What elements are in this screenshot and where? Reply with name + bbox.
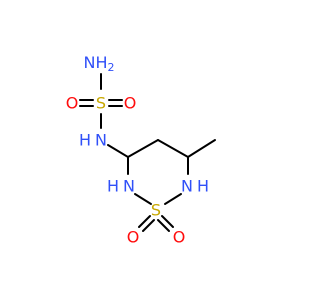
atom-nh2: NH2 xyxy=(84,53,115,74)
bond-nleft-s xyxy=(134,193,152,205)
atom-h-ring-left: H xyxy=(107,177,119,196)
bond-c3-c4 xyxy=(127,139,159,158)
bond-nlink-c3 xyxy=(107,144,129,158)
bond-sring-o-right-a xyxy=(161,215,174,228)
atom-o-top-left: O xyxy=(66,94,79,113)
atom-n-ring-left: N xyxy=(123,177,135,196)
atom-n-ring-right: N xyxy=(181,177,193,196)
atom-o-ring-left: O xyxy=(127,228,140,247)
atom-n-link: N xyxy=(95,131,107,150)
atom-h-ring-right: H xyxy=(197,177,209,196)
molecule-canvas: NH2 O S O H N H N N H S O O xyxy=(65,52,216,247)
atom-o-top-right: O xyxy=(124,94,137,113)
atom-o-ring-right: O xyxy=(173,228,186,247)
bond-c4-c5 xyxy=(157,139,189,158)
bond-sring-o-right-b xyxy=(157,219,170,232)
bond-sring-o-left-b xyxy=(142,219,155,232)
atom-s-ring: S xyxy=(151,201,161,220)
bond-c5-methyl xyxy=(187,139,216,158)
atom-s-top: S xyxy=(96,94,106,113)
atom-h-link: H xyxy=(79,131,91,150)
bond-sring-o-left-a xyxy=(138,215,151,228)
bond-nright-s xyxy=(164,193,182,205)
molecule-structure: NH2 O S O H N H N N H S O O xyxy=(66,53,216,247)
